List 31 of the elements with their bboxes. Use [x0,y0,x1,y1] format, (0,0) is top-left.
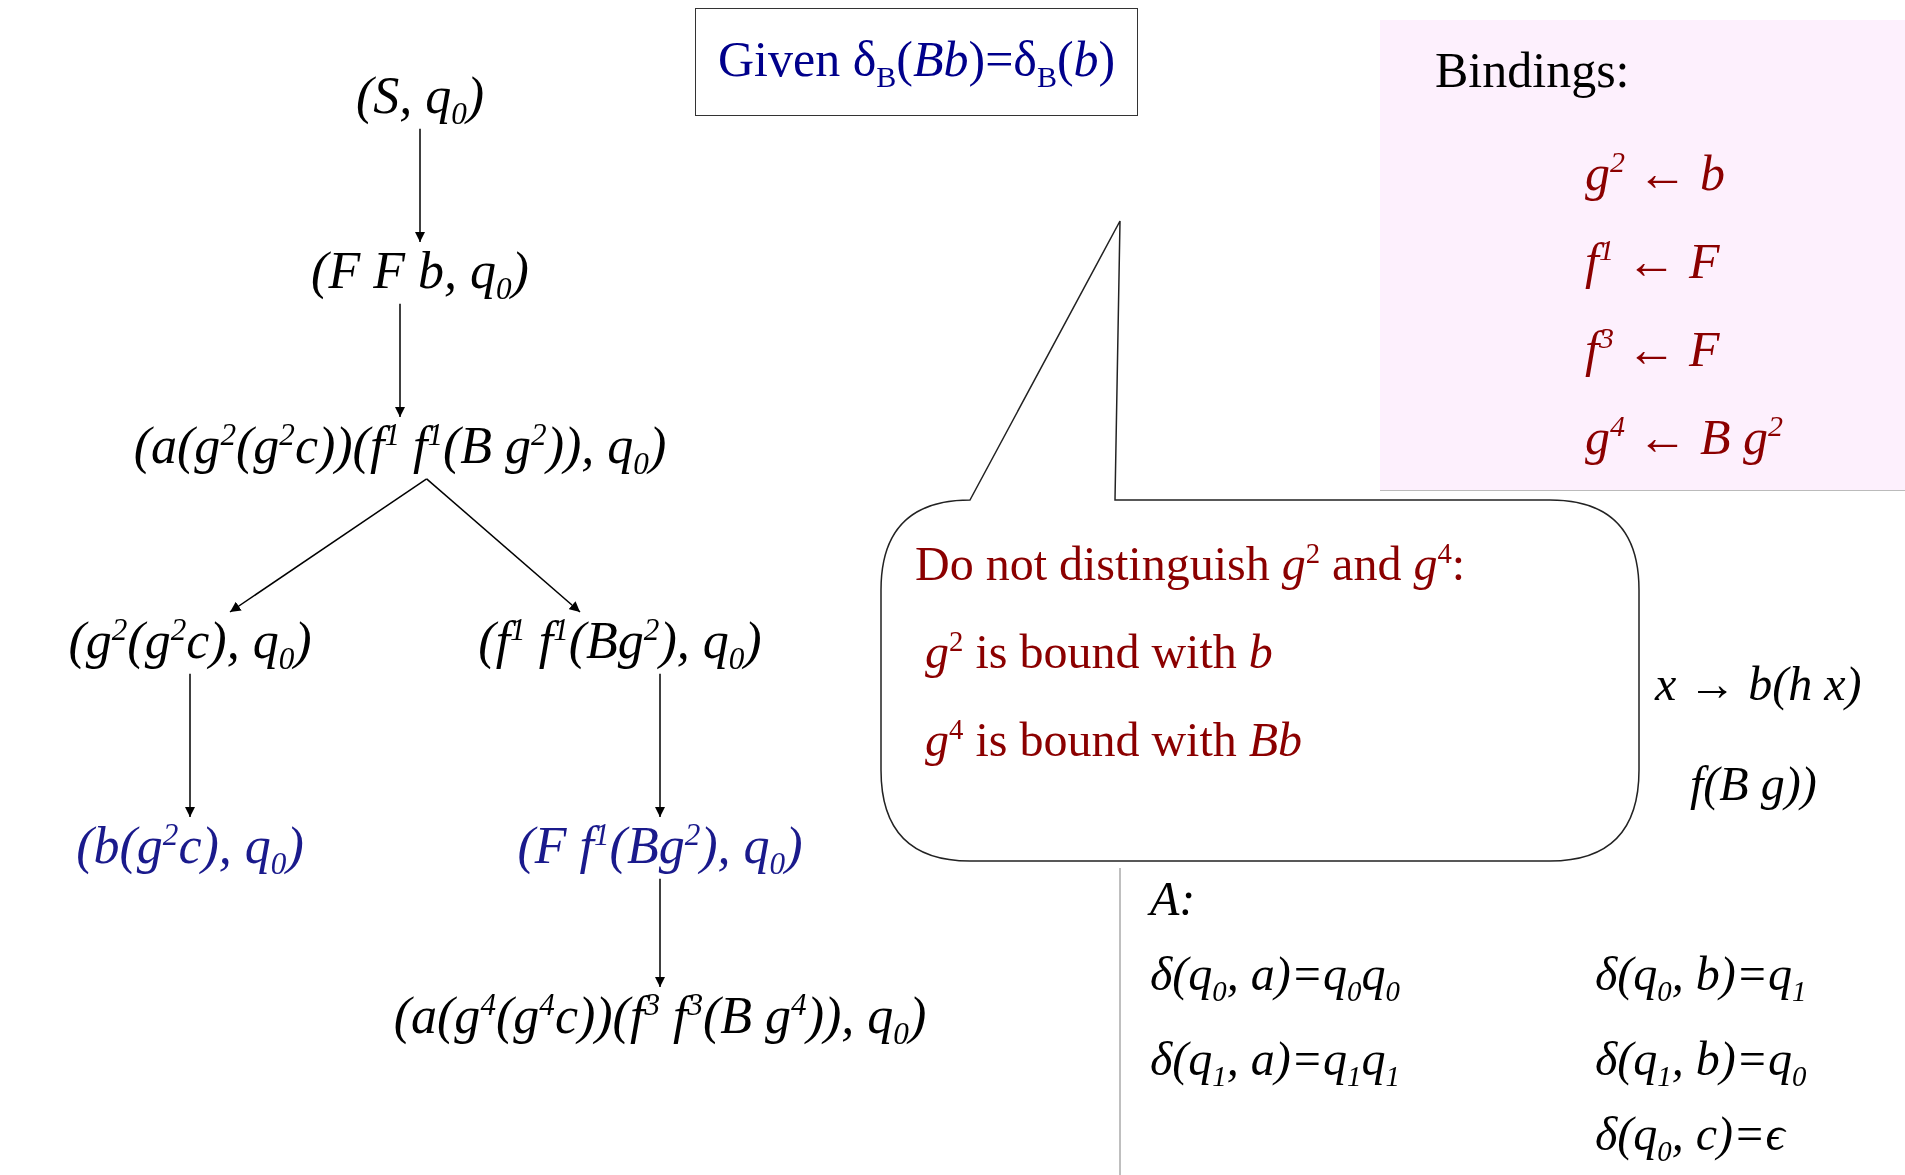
transition-rule: δ(q$_{0}$, a)=q$_{0}$q$_{0}$ [1150,946,1400,1009]
grammar-rule: f(B g)) [1690,756,1817,813]
transition-rule: δ(q$_{1}$, b)=q$_{0}$ [1595,1031,1807,1094]
expression-text: (f$^{1}$ f$^{1}$(Bg$^{2}$), q$_{0}$) [478,610,762,678]
expression-text: (F f$^{1}$(Bg$^{2}$), q$_{0}$) [517,815,803,883]
grammar-rule: x → b(h x) [1655,656,1862,713]
binding-rule: f$^{1}$ ← F [1585,232,1720,291]
binding-rule: g$^{2}$ ← b [1585,144,1725,203]
binding-rule: g$^{4}$ ← B g$^{2}$ [1585,408,1784,467]
arrow [184,673,196,818]
equation-box: Given δ$_{B}$(Bb)=δ$_{B}$(b) [695,8,1139,116]
expression-text: (F F b, q$_{0}$) [311,240,529,308]
callout-text: g$^{2}$ is bound with b [925,624,1273,680]
expression-text: (a(g$^{2}$(g$^{2}$c))(f$^{1}$ f$^{1}$(B g$^{2}$)), q$_{0}$) [133,415,667,483]
transition-rule: δ(q$_{0}$, b)=q$_{1}$ [1595,946,1807,1009]
arrow [414,128,426,243]
transition-rule: δ(q$_{0}$, c)=ϵ [1595,1106,1785,1169]
expression-text: (S, q$_{0}$) [355,65,485,133]
transition-rule: δ(q$_{1}$, a)=q$_{1}$q$_{1}$ [1150,1031,1400,1094]
arrow [229,478,428,613]
arrow [394,303,406,418]
expression-text: (g$^{2}$(g$^{2}$c), q$_{0}$) [68,610,312,678]
callout-text: Do not distinguish g$^{2}$ and g$^{4}$: [915,536,1466,592]
arrow [654,878,666,988]
callout-text: g$^{4}$ is bound with Bb [925,712,1303,768]
expression-text: (b(g$^{2}$c), q$_{0}$) [76,815,304,883]
expression-text: (a(g$^{4}$(g$^{4}$c))(f$^{3}$ f$^{3}$(B g$^{4}$)), q$_{0}$) [393,985,927,1053]
panel-heading: Bindings: [1435,41,1630,100]
arrow [425,478,581,613]
arrow [654,673,666,818]
bindings-panel [1380,20,1905,491]
